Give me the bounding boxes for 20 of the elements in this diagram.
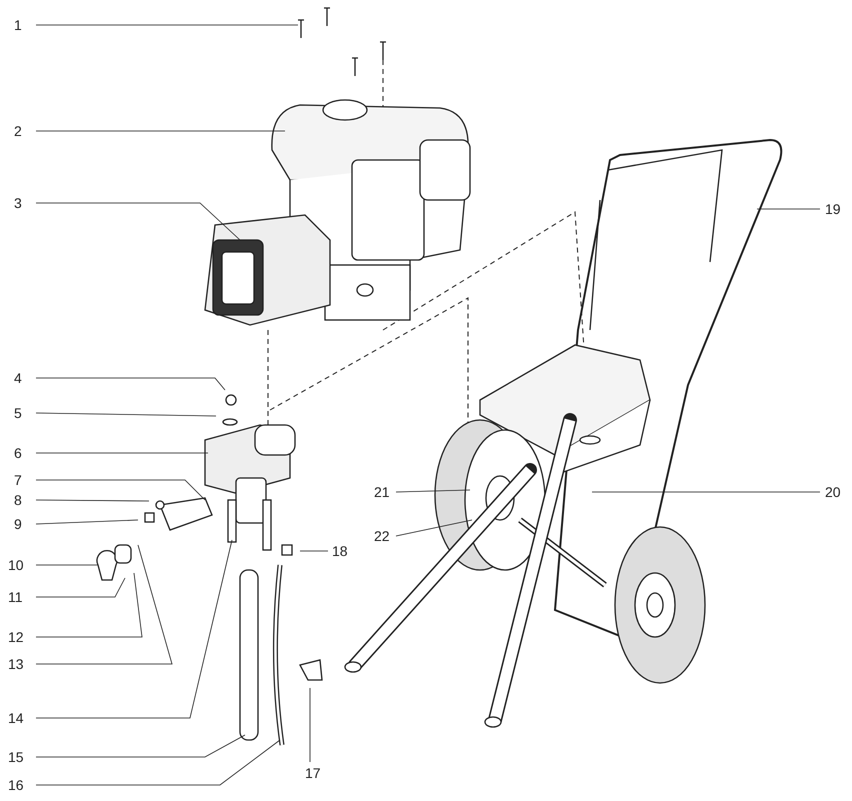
leader-line bbox=[36, 202, 240, 240]
leader-line bbox=[36, 740, 280, 786]
leader-line bbox=[36, 452, 208, 454]
leader-line bbox=[36, 24, 298, 26]
leader-line bbox=[396, 520, 472, 536]
leader-line bbox=[36, 480, 206, 500]
leader-line bbox=[36, 130, 286, 132]
leader-line bbox=[36, 500, 150, 502]
leader-line bbox=[36, 520, 138, 524]
leader-line bbox=[300, 550, 328, 552]
leader-line bbox=[756, 208, 820, 210]
leader-line bbox=[36, 564, 98, 566]
leader-line bbox=[36, 378, 226, 390]
leader-line bbox=[36, 540, 232, 718]
leader-line bbox=[36, 544, 173, 664]
leader-line bbox=[36, 734, 246, 758]
leader-line bbox=[36, 572, 142, 638]
leader-line bbox=[36, 578, 126, 598]
leader-line bbox=[36, 412, 216, 416]
leader-line bbox=[396, 490, 470, 492]
